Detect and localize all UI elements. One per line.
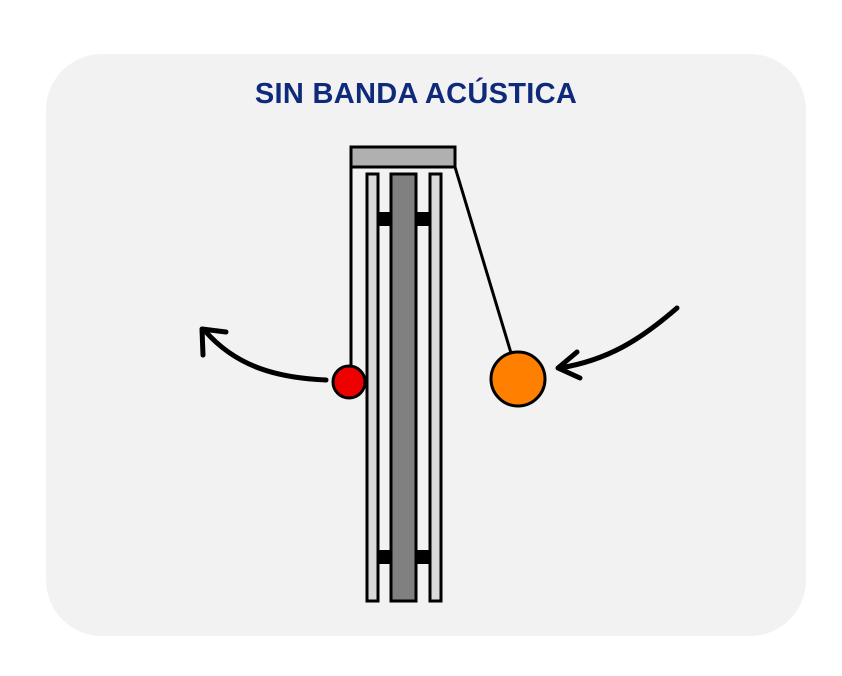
spacer-top-right [417,212,429,226]
top-frame [349,145,457,169]
incoming-arrow-icon [555,305,680,381]
outer-pane-right [428,172,443,603]
spacer-top-left [379,212,390,226]
spacer-bottom-right [417,550,429,564]
spacer-bottom-left [379,550,390,564]
inner-pane [389,172,418,603]
large-ball [489,350,547,408]
outgoing-arrow-icon [199,326,329,383]
right-suspension-line [453,166,513,354]
outer-pane-left [365,172,380,603]
diagram-title: SIN BANDA ACÚSTICA [254,78,578,110]
small-ball [331,364,367,400]
